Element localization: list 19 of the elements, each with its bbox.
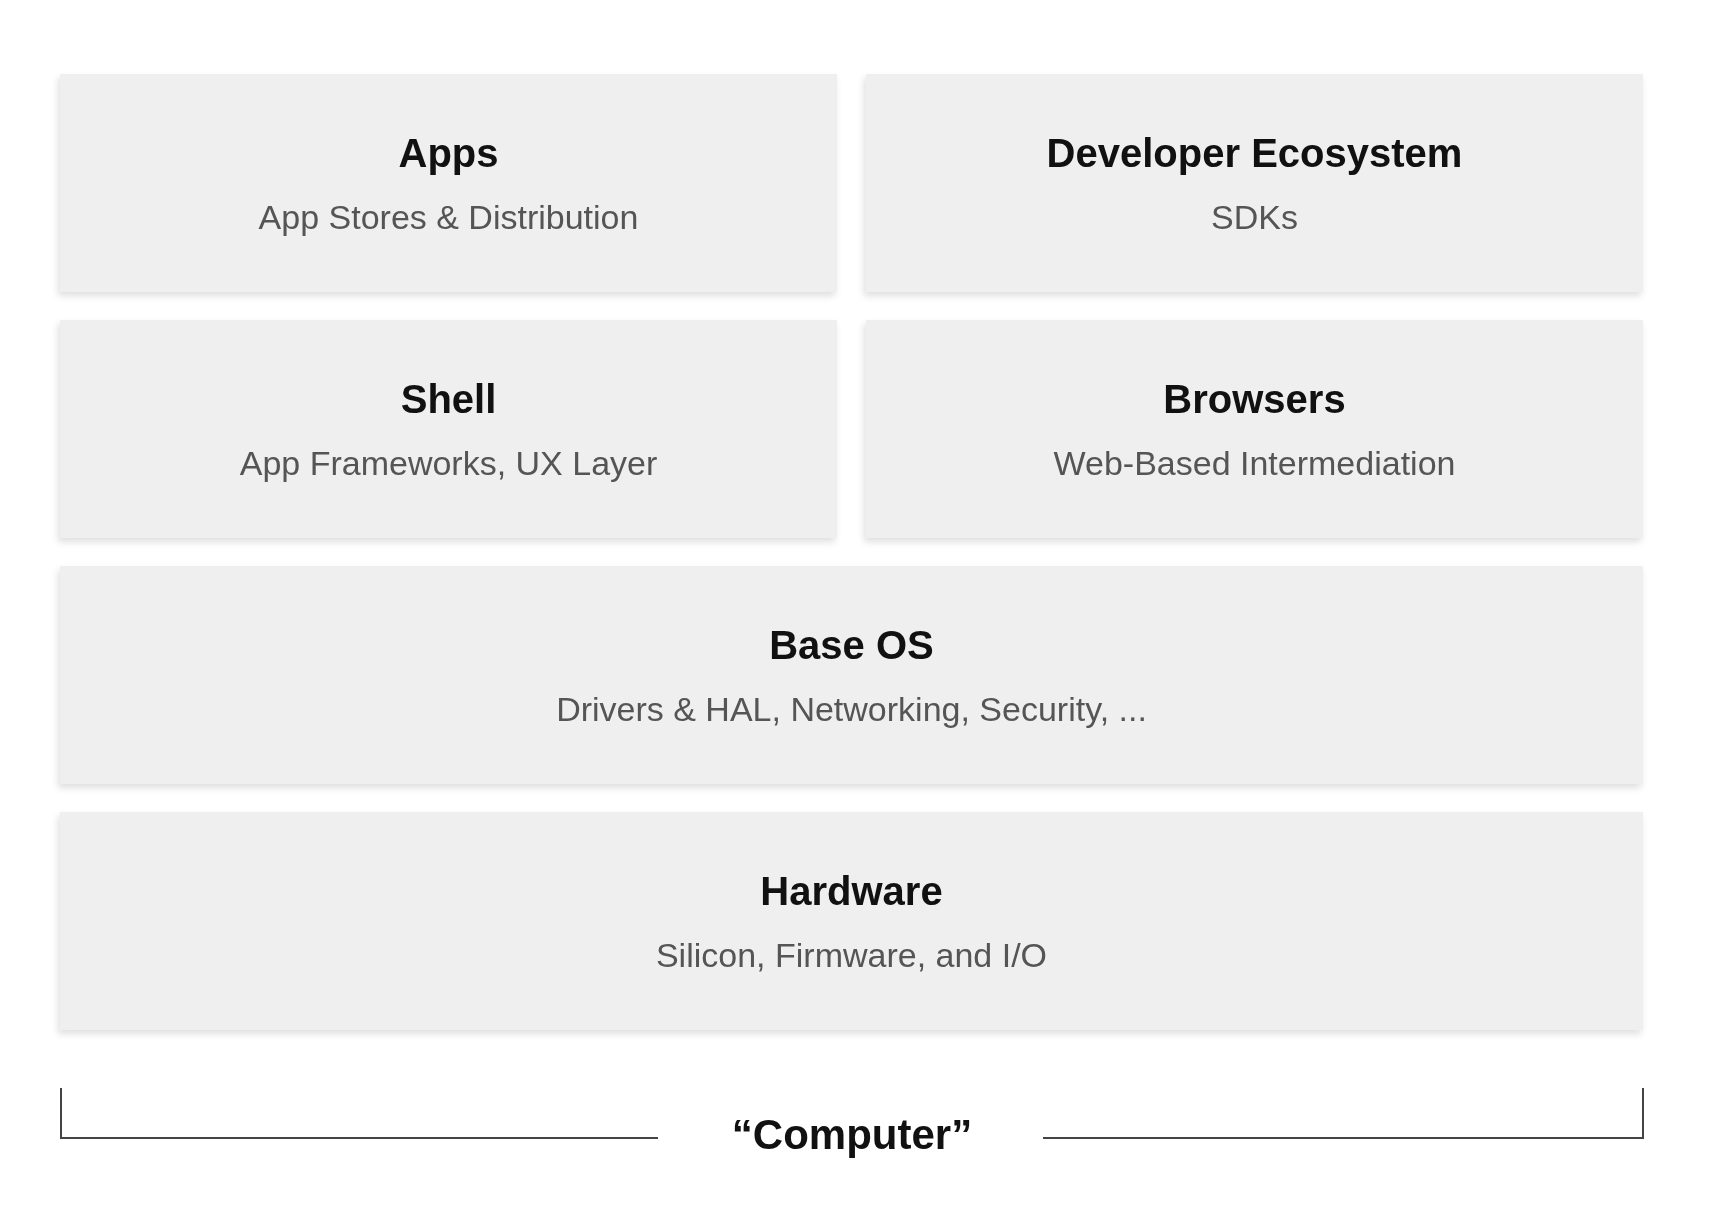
layer-subtitle: Silicon, Firmware, and I/O xyxy=(655,937,1048,975)
layer-title: Hardware xyxy=(760,869,943,914)
layer-box xyxy=(866,320,1643,538)
layer-title: Browsers xyxy=(1163,377,1346,422)
layer-title: Shell xyxy=(400,377,497,422)
layer-subtitle: Drivers & HAL, Networking, Security, ... xyxy=(556,691,1147,729)
layer-subtitle: App Stores & Distribution xyxy=(258,199,639,237)
layer-box xyxy=(60,74,837,292)
layer-box xyxy=(866,74,1643,292)
layer-subtitle: App Frameworks, UX Layer xyxy=(239,445,658,483)
layer-box xyxy=(60,566,1643,784)
bracket-label: “Computer” xyxy=(731,1112,973,1159)
layer-box xyxy=(60,812,1643,1030)
layer-box xyxy=(60,320,837,538)
layer-subtitle: Web-Based Intermediation xyxy=(1053,445,1456,483)
layer-title: Base OS xyxy=(769,623,934,668)
layer-subtitle: SDKs xyxy=(1211,199,1298,237)
layer-title: Developer Ecosystem xyxy=(1046,131,1463,176)
layer-title: Apps xyxy=(398,131,499,176)
